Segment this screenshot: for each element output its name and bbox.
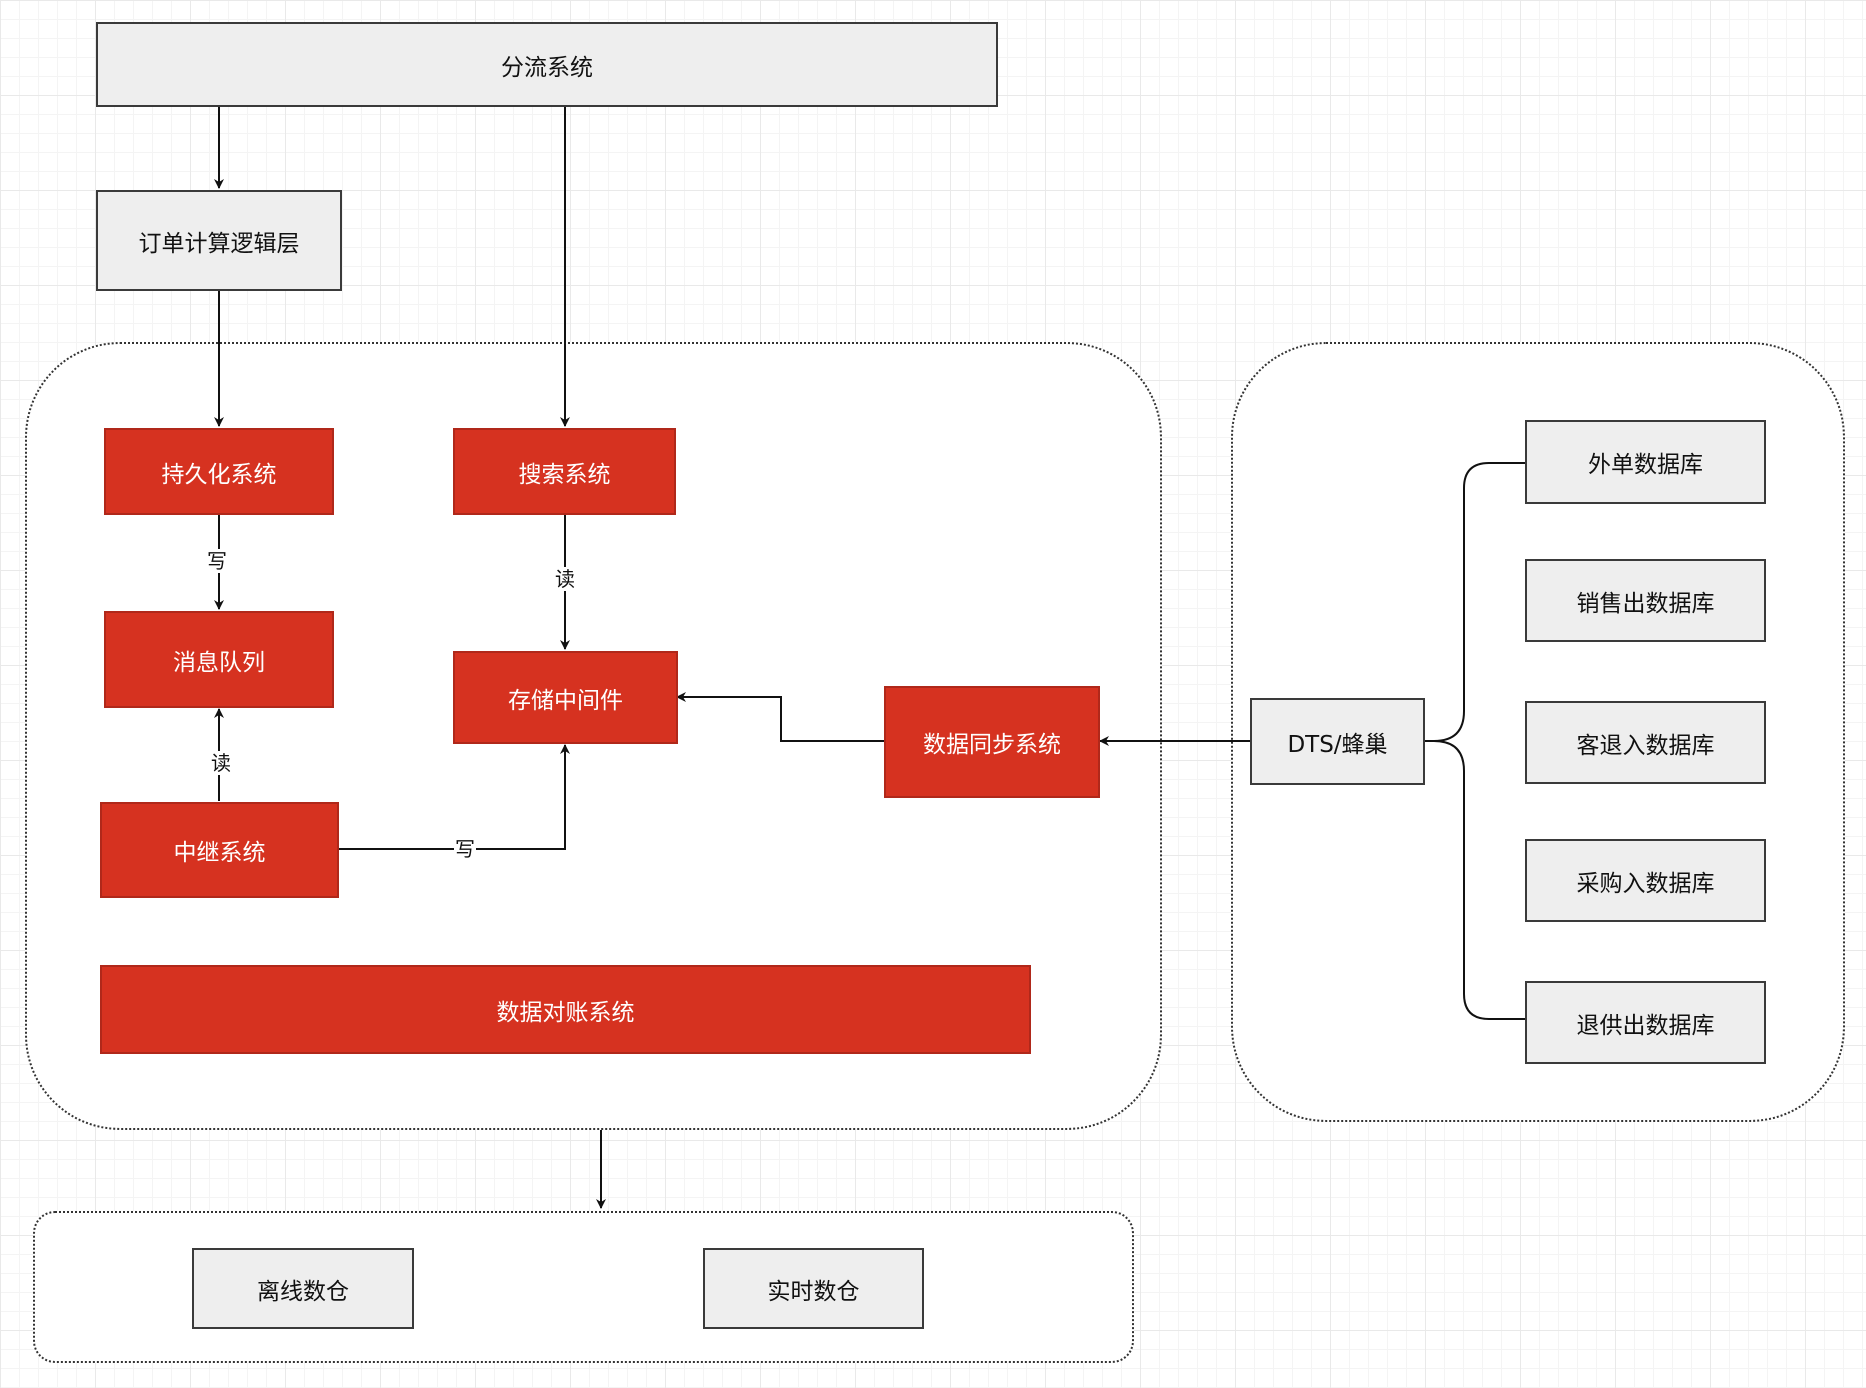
edge-label-write-storage: 写	[454, 837, 476, 861]
order-calc-layer-box[interactable]: 订单计算逻辑层	[96, 190, 342, 291]
data-sync-system-box[interactable]: 数据同步系统	[884, 686, 1100, 798]
edge-label-read-storage: 读	[554, 567, 576, 591]
message-queue-box[interactable]: 消息队列	[104, 611, 334, 708]
persistence-system-box[interactable]: 持久化系统	[104, 428, 334, 515]
relay-system-box[interactable]: 中继系统	[100, 802, 339, 898]
edge-label-write-to-queue: 写	[206, 549, 228, 573]
edge-label-read-queue: 读	[210, 751, 232, 775]
edge-relay-to-storage	[339, 744, 570, 850]
split-system-box[interactable]: 分流系统	[96, 22, 998, 107]
edge-sync-to-storage	[676, 692, 884, 742]
bracket-databases	[1425, 462, 1525, 1020]
supplier-return-db-box[interactable]: 退供出数据库	[1525, 981, 1766, 1064]
sales-out-db-box[interactable]: 销售出数据库	[1525, 559, 1766, 642]
dts-hive-box[interactable]: DTS/蜂巢	[1250, 698, 1425, 785]
outsource-db-box[interactable]: 外单数据库	[1525, 420, 1766, 504]
reconciliation-system-box[interactable]: 数据对账系统	[100, 965, 1031, 1054]
customer-return-db-box[interactable]: 客退入数据库	[1525, 701, 1766, 784]
storage-middleware-box[interactable]: 存储中间件	[453, 651, 678, 744]
offline-warehouse-box[interactable]: 离线数仓	[192, 1248, 414, 1329]
search-system-box[interactable]: 搜索系统	[453, 428, 676, 515]
realtime-warehouse-box[interactable]: 实时数仓	[703, 1248, 924, 1329]
purchase-in-db-box[interactable]: 采购入数据库	[1525, 839, 1766, 922]
